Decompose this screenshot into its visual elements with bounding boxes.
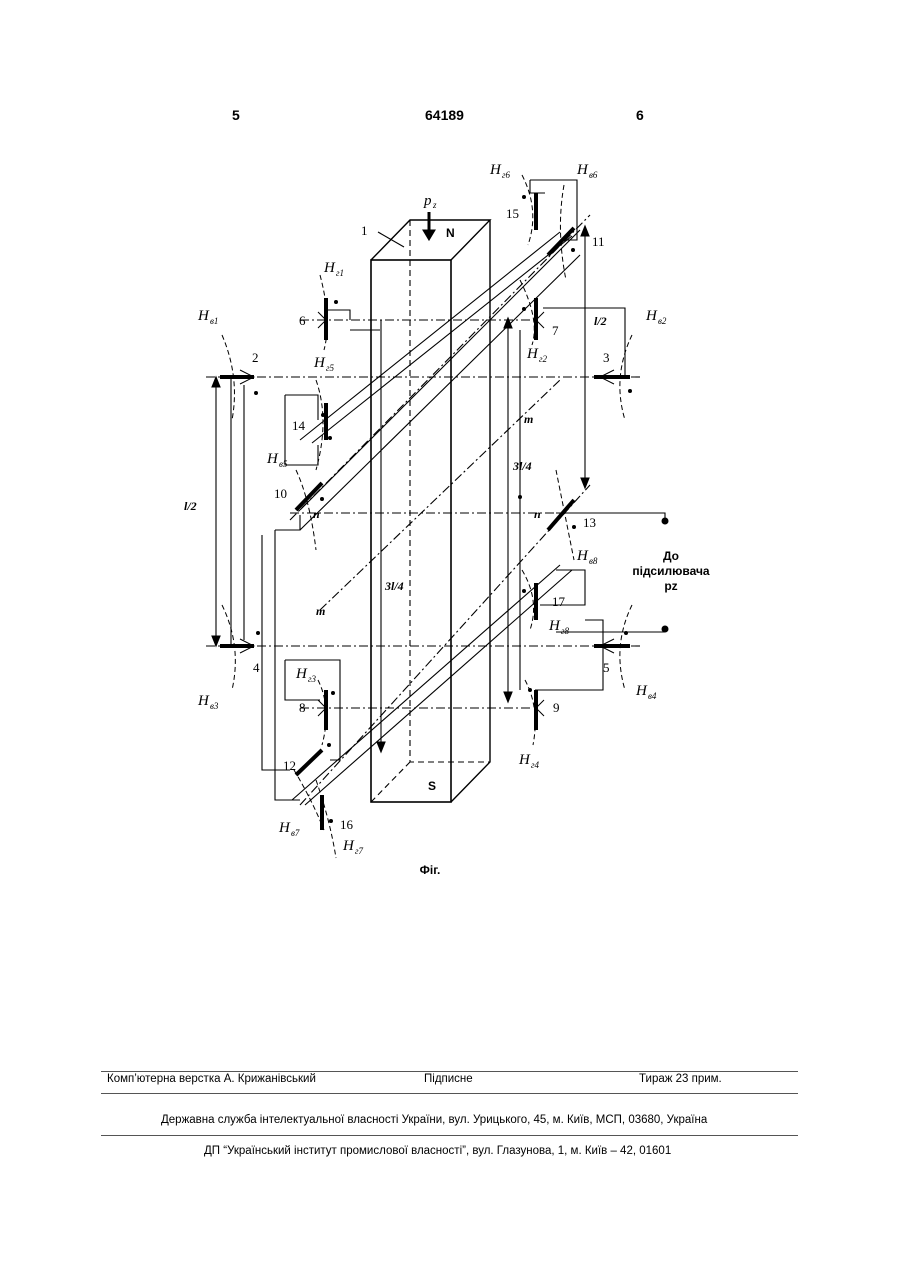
label-hv8: H — [576, 548, 589, 564]
number-15: 15 — [506, 206, 519, 221]
label-hv6-sub: в6 — [589, 170, 598, 180]
label-hg5: H — [313, 355, 326, 371]
number-7: 7 — [552, 323, 559, 338]
number-14: 14 — [292, 418, 306, 433]
label-hv5-sub: в5 — [279, 459, 288, 469]
label-hv5: H — [266, 451, 279, 467]
axis-letter-n-left: n — [313, 507, 320, 521]
label-hg5-sub: г5 — [326, 363, 335, 373]
label-hv3-sub: в3 — [210, 701, 219, 711]
axis-letter-m-lower: m — [316, 604, 325, 618]
label-hv1: H — [197, 308, 210, 324]
label-hg1: H — [323, 260, 336, 276]
footer-layout-credit: Комп’ютерна верстка А. Крижанівський — [107, 1073, 316, 1085]
footer-institute: ДП “Український інститут промислової вла… — [204, 1145, 671, 1157]
label-hv6: H — [576, 162, 589, 178]
label-hg8-sub: г8 — [561, 626, 570, 636]
north-pole-label: N — [446, 226, 455, 240]
label-hg4-sub: г4 — [531, 760, 540, 770]
label-hg3-sub: г3 — [308, 674, 317, 684]
dimension-half-left: l/2 — [184, 499, 197, 513]
south-pole-label: S — [428, 779, 436, 793]
footer-rule-bottom — [101, 1135, 798, 1136]
dimension-three-quarter-right: 3l/4 — [512, 459, 532, 473]
label-hg7: H — [342, 838, 355, 854]
number-11: 11 — [592, 234, 605, 249]
label-hv4: H — [635, 683, 648, 699]
label-hv2-sub: в2 — [658, 316, 667, 326]
output-label-line3: pz — [664, 579, 677, 593]
number-12: 12 — [283, 758, 296, 773]
axis-letter-n-right: n — [534, 507, 541, 521]
dimension-three-quarter-left: 3l/4 — [384, 579, 404, 593]
footer-rule-top — [101, 1071, 798, 1072]
label-hv4-sub: в4 — [648, 691, 657, 701]
force-subscript: z — [432, 200, 437, 210]
number-6: 6 — [299, 313, 306, 328]
sensor-elements — [220, 193, 630, 830]
label-hg3: H — [295, 666, 308, 682]
label-hg2-sub: г2 — [539, 354, 548, 364]
number-4: 4 — [253, 660, 260, 675]
label-hv7: H — [278, 820, 291, 836]
label-hv3: H — [197, 693, 210, 709]
output-label-line1: До — [663, 549, 679, 563]
axis-lines — [206, 320, 640, 708]
output-label-line2: підсилювача — [632, 564, 710, 578]
label-hv8-sub: в8 — [589, 556, 598, 566]
number-13: 13 — [583, 515, 596, 530]
label-hv1-sub: в1 — [210, 316, 218, 326]
footer-rule-middle — [101, 1093, 798, 1094]
number-17: 17 — [552, 594, 566, 609]
label-hg8: H — [548, 618, 561, 634]
number-8: 8 — [299, 700, 306, 715]
number-16: 16 — [340, 817, 354, 832]
force-symbol: p — [423, 193, 432, 209]
label-hv7-sub: в7 — [291, 828, 300, 838]
number-5: 5 — [603, 660, 610, 675]
footer-agency: Державна служба інтелектуальної власност… — [161, 1114, 707, 1126]
axis-letter-m-upper: m — [524, 412, 533, 426]
number-2: 2 — [252, 350, 259, 365]
label-hg6-sub: г6 — [502, 170, 511, 180]
footer-circulation: Тираж 23 прим. — [639, 1073, 722, 1085]
label-hg6: H — [489, 162, 502, 178]
label-hg7-sub: г7 — [355, 846, 364, 856]
number-3: 3 — [603, 350, 610, 365]
figure-caption: Фіг. — [420, 863, 441, 877]
sensor-labels: H в1 H в2 H в3 H в4 H в5 H в6 H в7 H в8 … — [197, 162, 667, 856]
number-1: 1 — [361, 223, 368, 238]
label-hg2: H — [526, 346, 539, 362]
label-hg1-sub: г1 — [336, 268, 344, 278]
number-9: 9 — [553, 700, 560, 715]
number-10: 10 — [274, 486, 287, 501]
label-hg4: H — [518, 752, 531, 768]
footer-signed: Підписне — [424, 1073, 473, 1085]
label-hv2: H — [645, 308, 658, 324]
dimension-half-right: l/2 — [594, 314, 607, 328]
